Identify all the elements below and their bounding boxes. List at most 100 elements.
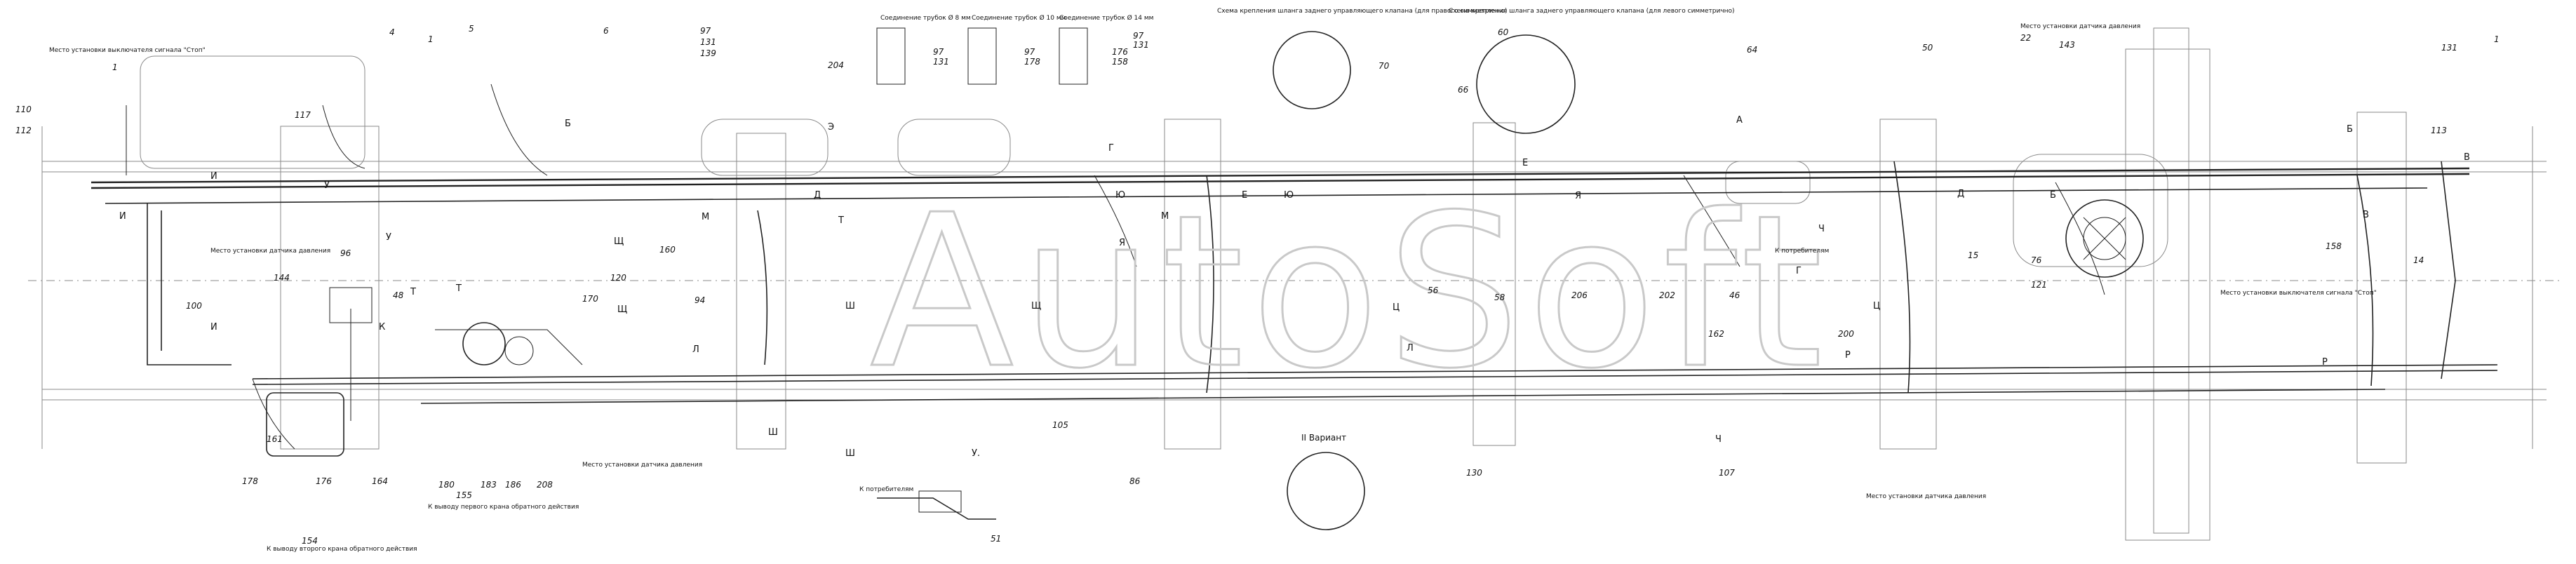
section-letter: Л [692, 344, 699, 355]
section-letter: И [210, 171, 217, 182]
section-letter: Щ [617, 304, 627, 315]
callout: 117 [295, 110, 311, 120]
callout: 131 [700, 37, 716, 47]
section-letter: Ш [845, 448, 855, 459]
callout: 206 [1571, 290, 1588, 300]
section-letter: И [210, 322, 217, 333]
callout: 162 [1708, 329, 1724, 339]
callout: 4 [389, 27, 395, 37]
section-letter: Я [1575, 191, 1581, 201]
callout: 1 [428, 34, 434, 44]
callout: 113 [2431, 126, 2447, 135]
callout: 158 [2326, 241, 2342, 251]
section-letter: Т [838, 215, 844, 226]
section-letter: М [702, 212, 709, 222]
callout: 86 [1129, 476, 1141, 486]
callout: 5 [469, 24, 474, 34]
scheme-right-caption: Схема крепления шланга заднего управляющ… [1217, 8, 1507, 15]
callout: 64 [1747, 45, 1757, 55]
section-letter: М [1161, 211, 1169, 222]
section-letter: Щ [1031, 301, 1041, 311]
callout: 164 [372, 476, 388, 486]
note-to-consumers-2: К потребителям [859, 486, 913, 493]
callout: 60 [1498, 27, 1509, 37]
connection-title-14mm: Соединение трубок Ø 14 мм [1059, 14, 1153, 22]
callout: 143 [2059, 40, 2075, 50]
pipe-runs [90, 83, 2498, 450]
section-letter: В [2363, 210, 2369, 220]
callout: 46 [1729, 290, 1740, 300]
callout: 121 [2031, 280, 2047, 290]
connection-details: Соединение трубок Ø 8 мм 97 131 Соединен… [880, 14, 1153, 67]
section-letter: Ц [1873, 301, 1880, 311]
connection-title-8mm: Соединение трубок Ø 8 мм [880, 14, 971, 22]
notes: Место установки выключателя сигнала "Сто… [49, 23, 2377, 553]
callout: 155 [456, 490, 472, 500]
callout: 70 [1378, 61, 1390, 71]
section-letter: Е [1242, 190, 1247, 201]
callout: 51 [991, 534, 1001, 544]
callout: 105 [1052, 420, 1068, 430]
section-letter: У [386, 232, 391, 243]
callout: 107 [1719, 468, 1735, 478]
section-letter: И [119, 211, 126, 222]
callout: 208 [537, 480, 553, 490]
section-letter: Т [410, 287, 416, 297]
callout: 161 [267, 434, 283, 444]
frame-rails [28, 27, 2561, 541]
note-pressure-sensor-2: Место установки датчика давления [582, 462, 702, 469]
callout: 180 [438, 480, 455, 490]
callout: 176 [316, 476, 332, 486]
view-label-b: Б [565, 119, 571, 129]
callout: 94 [695, 295, 705, 305]
section-letter: Д [1957, 189, 1964, 199]
callout: 131 [2441, 43, 2457, 53]
note-to-valve-a: К выводу второго крана обратного действи… [267, 546, 417, 553]
section-letter: Р [1845, 350, 1851, 361]
callout: 96 [340, 248, 351, 258]
section-letter: А [1736, 115, 1743, 126]
section-letter: К [379, 322, 385, 333]
callout-178: 178 [1024, 57, 1040, 67]
callout-158: 158 [1112, 57, 1128, 67]
callout: 183 [481, 480, 497, 490]
callout: 66 [1458, 85, 1469, 95]
callout: 15 [1968, 250, 1978, 260]
connection-title-10mm: Соединение трубок Ø 10 мм [972, 14, 1066, 22]
note-pressure-sensor-3: Место установки датчика давления [1866, 493, 1986, 500]
section-letter: Ю [1284, 190, 1294, 201]
scheme-left-caption: Схема крепления шланга заднего управляющ… [1449, 8, 1735, 15]
section-letter: Б [2347, 124, 2353, 135]
note-to-valve-b: К выводу первого крана обратного действи… [428, 504, 579, 511]
note-stop-sensor-right: Место установки выключателя сигнала "Сто… [2220, 290, 2377, 297]
section-letter: Ю [1115, 190, 1125, 201]
callout: 56 [1428, 286, 1439, 295]
callout: 112 [15, 126, 32, 135]
callout: 154 [302, 536, 318, 546]
callout-97b: 97 [1024, 47, 1035, 57]
callout: 120 [610, 273, 626, 283]
section-letter: Т [455, 283, 462, 294]
section-letter: Р [2322, 357, 2328, 368]
callout: 76 [2031, 255, 2042, 265]
callout: 100 [186, 301, 202, 311]
view-label-v: В [2464, 152, 2470, 163]
callout: 131 [1133, 40, 1149, 50]
section-letters: И И И У У Т Т Щ Щ Щ Ш Ш Ш Ц Ц Ч Ч Л Л М … [119, 115, 2369, 459]
section-letter: У [324, 180, 330, 191]
section-letter: Я [1119, 238, 1125, 248]
callout: 22 [2020, 33, 2031, 43]
note-pressure-sensor-1: Место установки датчика давления [210, 248, 330, 255]
section-letter: Э [828, 122, 834, 133]
callout: 97 [1133, 31, 1144, 41]
components [266, 27, 2144, 530]
callout: 178 [242, 476, 258, 486]
callout: 1 [2494, 34, 2500, 44]
section-letter: Г [1796, 266, 1802, 276]
callout: 110 [15, 105, 32, 114]
section-letter: Г [1108, 143, 1114, 154]
note-pressure-sensor-4: Место установки датчика давления [2020, 23, 2140, 30]
callout: 200 [1838, 329, 1854, 339]
callout: 160 [659, 245, 676, 255]
